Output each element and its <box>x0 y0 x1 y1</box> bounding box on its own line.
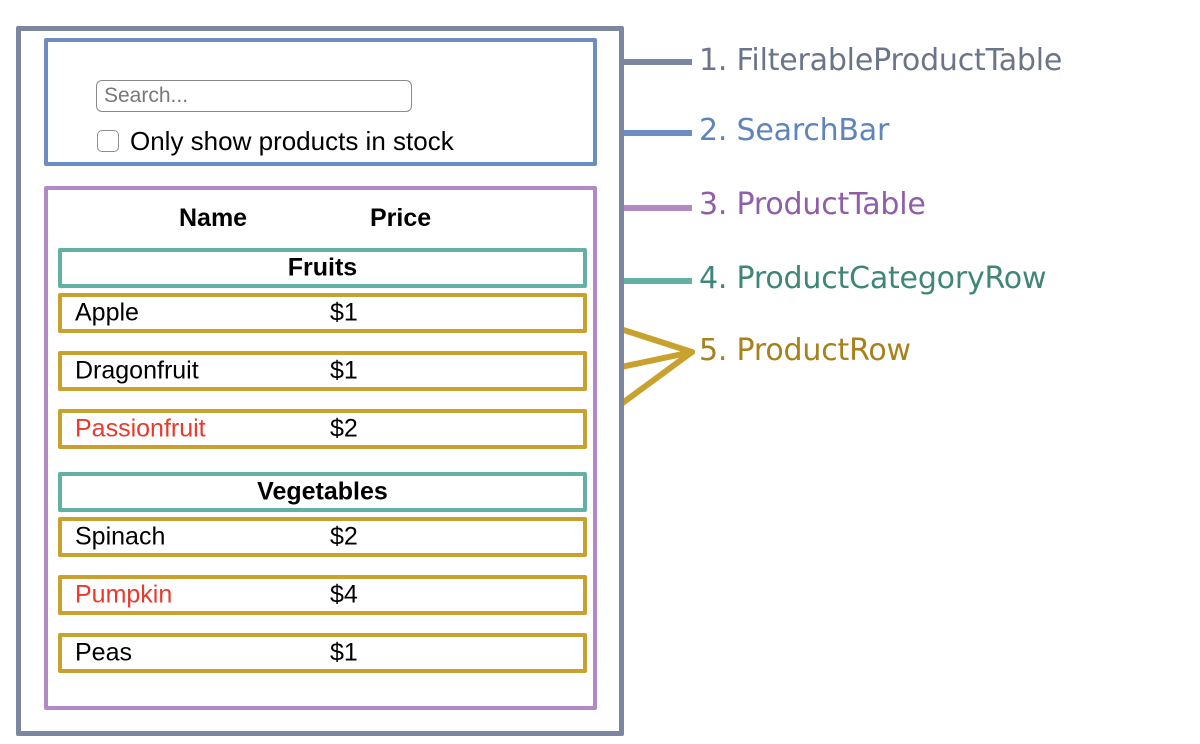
product-category-label: Fruits <box>287 253 358 282</box>
in-stock-checkbox-label: Only show products in stock <box>130 126 454 156</box>
product-row: Peas $1 <box>58 633 587 673</box>
product-row-name: Peas <box>75 638 132 667</box>
category-group-spacer <box>58 449 591 472</box>
product-table-body: Fruits Apple $1 Dragonfruit $1 Passionfr… <box>58 248 591 673</box>
product-row-name: Pumpkin <box>75 580 173 609</box>
product-row: Dragonfruit $1 <box>58 351 587 391</box>
product-row: Passionfruit $2 <box>58 409 587 449</box>
product-row-name: Passionfruit <box>75 414 206 443</box>
search-bar-boundary: Only show products in stock <box>44 38 597 166</box>
product-row: Apple $1 <box>58 293 587 333</box>
product-row-price: $1 <box>330 298 358 327</box>
product-row-price: $2 <box>330 414 358 443</box>
search-input[interactable] <box>96 80 412 112</box>
in-stock-checkbox[interactable] <box>97 130 119 152</box>
legend-label-product-table: 3. ProductTable <box>699 187 926 222</box>
product-category-row: Vegetables <box>58 472 587 512</box>
product-row-price: $1 <box>330 638 358 667</box>
product-row: Pumpkin $4 <box>58 575 587 615</box>
product-row-name: Apple <box>75 298 139 327</box>
legend-label-search-bar: 2. SearchBar <box>699 113 890 148</box>
product-category-label: Vegetables <box>257 477 388 506</box>
product-table-header-row: Name Price <box>48 198 593 242</box>
product-table-boundary: Name Price Fruits Apple $1 Dragonfruit $… <box>44 186 597 710</box>
product-row-price: $4 <box>330 580 358 609</box>
column-header-price: Price <box>370 204 432 232</box>
legend-label-product-row: 5. ProductRow <box>699 333 911 368</box>
product-category-row: Fruits <box>58 248 587 288</box>
product-row-price: $2 <box>330 522 358 551</box>
product-row-price: $1 <box>330 356 358 385</box>
product-row-name: Spinach <box>75 522 166 551</box>
legend-label-filterable-product-table: 1. FilterableProductTable <box>699 43 1063 78</box>
product-row-name: Dragonfruit <box>75 356 199 385</box>
in-stock-filter[interactable]: Only show products in stock <box>97 128 454 154</box>
column-header-name: Name <box>179 204 248 232</box>
product-row: Spinach $2 <box>58 517 587 557</box>
legend-label-product-category-row: 4. ProductCategoryRow <box>699 261 1047 296</box>
